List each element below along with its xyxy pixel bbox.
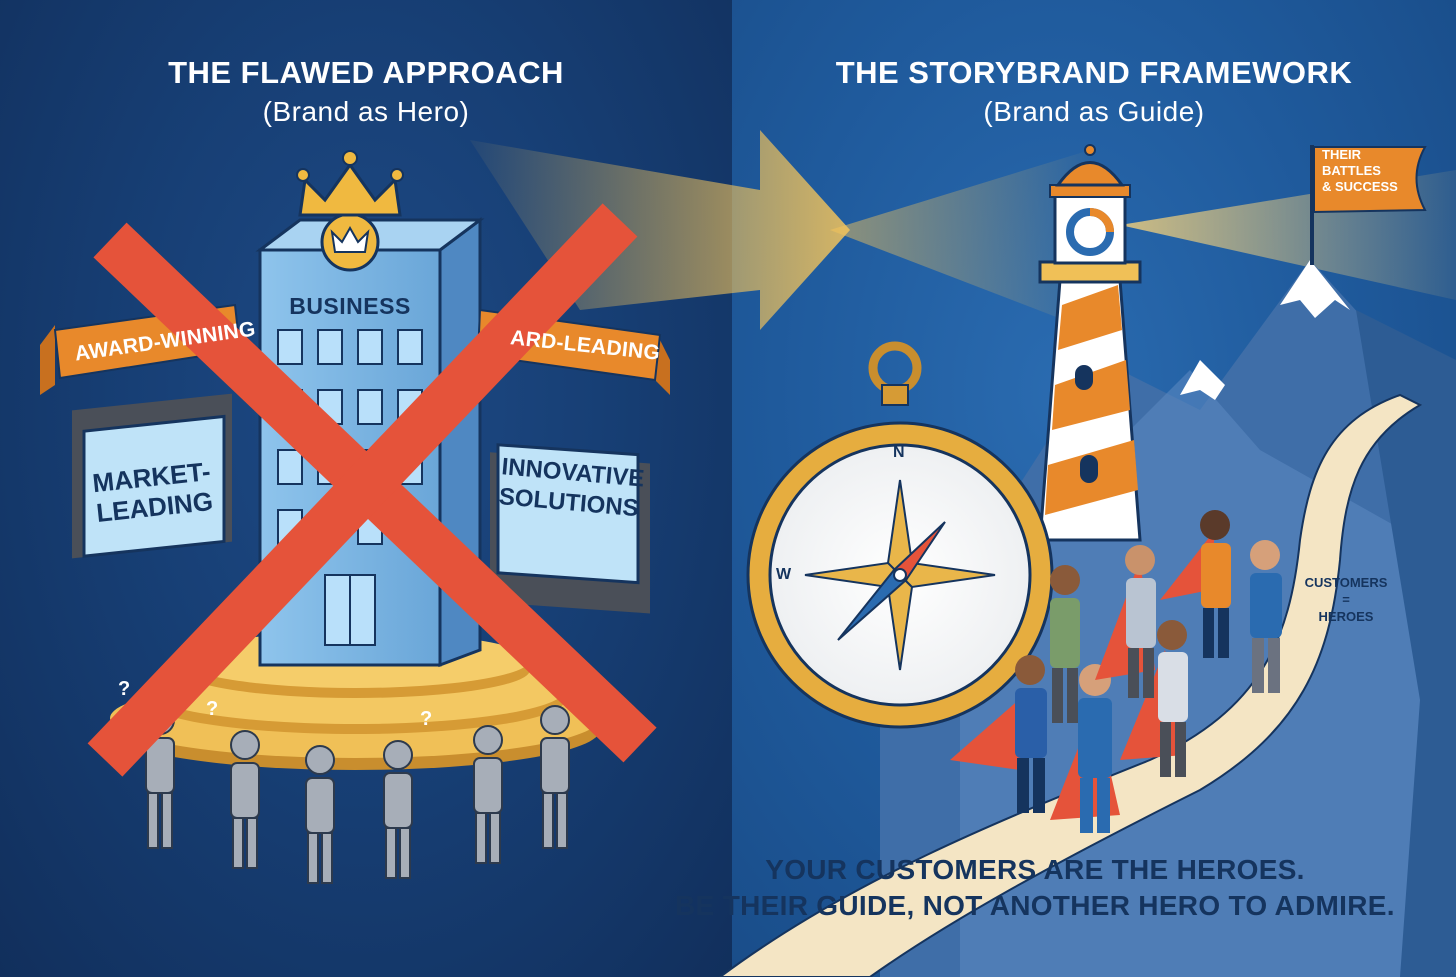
lighthouse [1038, 144, 1142, 542]
red-cross [87, 203, 657, 777]
flag-label: THEIR BATTLES & SUCCESS [1322, 147, 1398, 194]
sign-innovative-solutions [490, 443, 650, 614]
right-title: THE STORYBRAND FRAMEWORK [835, 55, 1353, 90]
svg-text:?: ? [206, 698, 218, 720]
left-title: THE FLAWED APPROACH [168, 55, 564, 90]
customers-heroes-label: CUSTOMERS = HEROES [1304, 575, 1388, 624]
sign-right-label: INNOVATIVE SOLUTIONS [497, 453, 646, 523]
sign-market-leading [72, 393, 232, 559]
right-subtitle: (Brand as Guide) [983, 96, 1205, 127]
left-subtitle: (Brand as Hero) [262, 96, 470, 127]
building-label: BUSINESS [289, 293, 411, 319]
compass-graphic [746, 341, 1054, 729]
hero-customers [950, 510, 1282, 833]
tagline: YOUR CUSTOMERS ARE THE HEROES. BE THEIR … [675, 854, 1395, 921]
flag [1310, 145, 1427, 265]
compass-north-label: N [893, 444, 905, 461]
svg-text:?: ? [118, 678, 130, 700]
confused-crowd [145, 705, 570, 884]
compass-west-label: W [776, 566, 792, 583]
svg-text:?: ? [420, 708, 432, 730]
